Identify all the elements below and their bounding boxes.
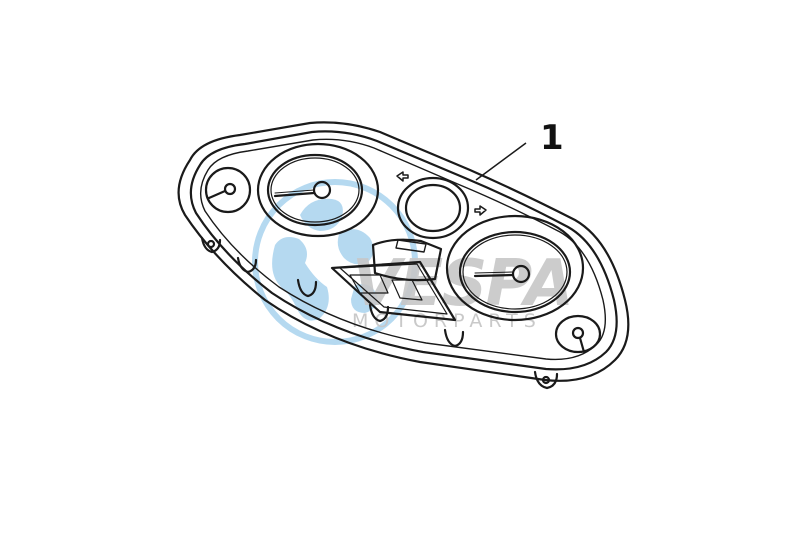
small-left-gauge (204, 166, 252, 214)
tachometer-gauge (445, 214, 585, 322)
center-gauge (396, 176, 470, 240)
small-right-gauge (554, 314, 602, 354)
instrument-cluster-drawing (177, 121, 630, 390)
central-display-panel (330, 238, 457, 322)
turn-indicator-icons (396, 171, 487, 216)
cluster-housing-outer (177, 121, 630, 382)
callout-1: 1 (475, 118, 564, 181)
speedometer-gauge (256, 142, 380, 238)
watermark-globe-icon (252, 179, 418, 345)
callout-leader-line (475, 142, 527, 181)
callout-number-label: 1 (540, 118, 564, 158)
